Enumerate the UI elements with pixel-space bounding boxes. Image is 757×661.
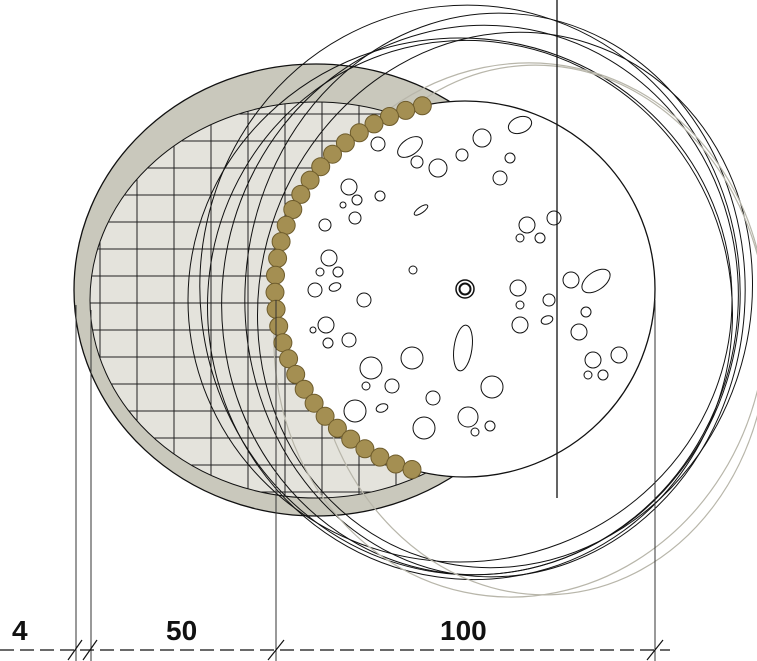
pore xyxy=(515,300,525,310)
bead xyxy=(276,215,296,235)
bead xyxy=(386,454,406,474)
pore xyxy=(453,324,473,372)
pore xyxy=(428,158,448,178)
pore xyxy=(583,370,593,380)
pore xyxy=(400,346,424,370)
pore xyxy=(457,406,479,428)
dimension-line xyxy=(0,639,670,661)
bead xyxy=(370,447,390,467)
bead xyxy=(311,157,331,177)
bead xyxy=(402,460,422,479)
dimension-label-100: 100 xyxy=(440,615,487,646)
pore xyxy=(375,403,389,413)
bead xyxy=(271,232,291,252)
dimension-label-4: 4 xyxy=(12,615,28,646)
bead xyxy=(286,364,306,384)
pore xyxy=(492,170,508,186)
pore xyxy=(511,316,529,334)
bead xyxy=(355,439,375,459)
pore xyxy=(597,369,609,381)
pore xyxy=(540,315,554,325)
pore xyxy=(384,378,400,394)
bead xyxy=(283,200,303,219)
pore xyxy=(317,316,335,334)
pore xyxy=(507,115,533,135)
pore xyxy=(610,346,628,364)
pore xyxy=(318,218,332,232)
dimension-label-50: 50 xyxy=(166,615,198,646)
pore xyxy=(472,128,492,148)
pore xyxy=(332,266,344,278)
pore xyxy=(570,323,588,341)
pore xyxy=(581,268,611,294)
pore xyxy=(307,282,323,298)
bead xyxy=(291,184,311,204)
pore xyxy=(412,416,436,440)
pore xyxy=(322,337,334,349)
pore xyxy=(340,178,358,196)
pore xyxy=(562,271,580,289)
bead xyxy=(364,114,384,134)
bead xyxy=(266,265,285,285)
pore xyxy=(584,351,602,369)
pore xyxy=(320,249,338,267)
pore xyxy=(425,390,441,406)
pore xyxy=(351,194,363,206)
pore xyxy=(546,210,562,226)
bead xyxy=(380,107,399,126)
pore xyxy=(542,293,556,307)
orbit-lines xyxy=(187,4,753,581)
pore xyxy=(480,375,504,399)
pore xyxy=(515,233,525,243)
center-marker xyxy=(455,279,475,299)
pore xyxy=(410,155,424,169)
pore xyxy=(359,356,383,380)
bead xyxy=(304,393,324,413)
bead xyxy=(341,429,361,449)
extension-lines xyxy=(75,300,656,661)
pore xyxy=(470,427,480,437)
bead xyxy=(300,170,320,190)
pore xyxy=(413,204,429,216)
pore xyxy=(339,201,347,209)
pore xyxy=(504,152,516,164)
bead xyxy=(323,144,342,164)
bead xyxy=(268,248,288,268)
bead xyxy=(265,282,285,302)
pore xyxy=(484,420,496,432)
pore xyxy=(374,190,386,202)
pore xyxy=(309,326,317,334)
bead xyxy=(412,96,432,116)
bead xyxy=(279,349,299,369)
bead xyxy=(294,379,314,399)
bead xyxy=(273,333,293,353)
pore xyxy=(509,279,527,297)
bead xyxy=(269,316,289,336)
pore xyxy=(534,232,546,244)
pore xyxy=(328,282,342,292)
bead xyxy=(315,406,335,426)
bead xyxy=(349,123,369,143)
pore xyxy=(397,136,423,158)
pore xyxy=(341,332,357,348)
pore xyxy=(348,211,362,225)
pore xyxy=(370,136,386,152)
bead xyxy=(327,418,347,438)
pore xyxy=(455,148,469,162)
bead xyxy=(396,100,416,120)
pore xyxy=(580,306,592,318)
bead xyxy=(335,133,355,153)
pore xyxy=(343,399,367,423)
pore xyxy=(356,292,372,308)
pore xyxy=(315,267,325,277)
pore xyxy=(408,265,418,275)
pore xyxy=(361,381,371,391)
pore xyxy=(518,216,536,234)
pore-field xyxy=(307,115,628,440)
